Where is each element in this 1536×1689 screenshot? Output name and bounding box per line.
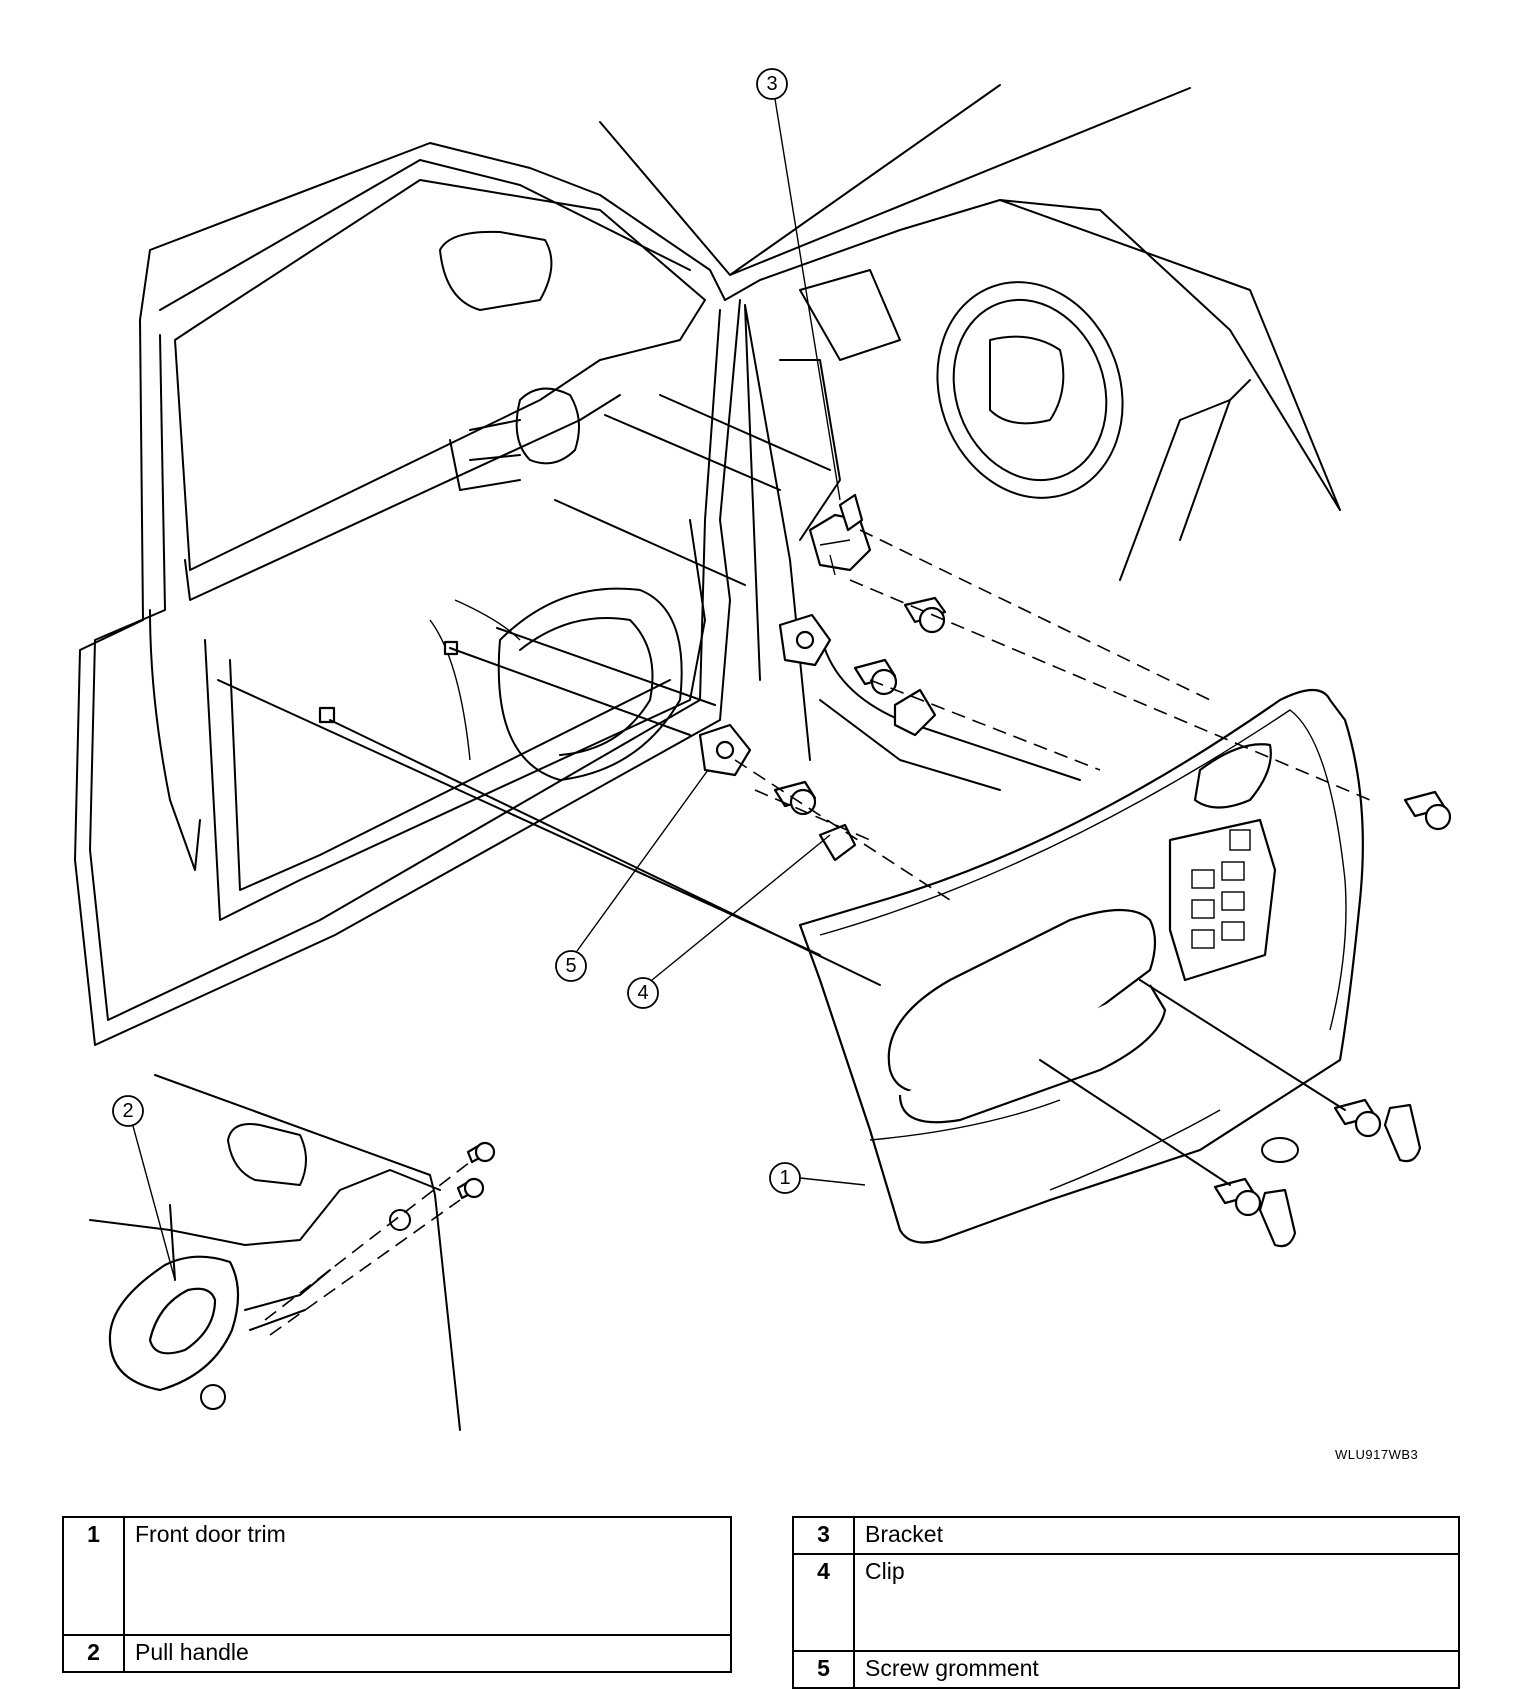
screw-grommets: [698, 613, 832, 777]
callout-1-label: 1: [779, 1167, 790, 1189]
legend-number: 2: [62, 1634, 125, 1673]
screws: [773, 596, 1452, 1248]
callout-3-label: 3: [766, 73, 777, 95]
legend-row: 4 Clip: [792, 1553, 1460, 1652]
legend-label: Clip: [853, 1553, 1460, 1652]
figure-code: WLU917WB3: [1335, 1447, 1419, 1462]
legend-number: 1: [62, 1516, 125, 1636]
legend-table-right: 3 Bracket 4 Clip 5 Screw gromment: [792, 1516, 1460, 1689]
legend-number: 4: [792, 1553, 855, 1652]
legend-row: 1 Front door trim: [62, 1516, 732, 1636]
callout-5: 5: [555, 769, 709, 982]
legend-label: Front door trim: [123, 1516, 732, 1636]
legend-label: Bracket: [853, 1516, 1460, 1555]
pull-handle-inset: [89, 1074, 496, 1431]
callout-4-label: 4: [637, 982, 648, 1004]
callout-5-label: 5: [565, 955, 576, 977]
callout-2-label: 2: [122, 1100, 133, 1122]
legend-table-left: 1 Front door trim 2 Pull handle: [62, 1516, 732, 1673]
front-door-frame: [74, 179, 741, 1046]
callout-2: 2: [112, 1095, 176, 1281]
legend-row: 5 Screw gromment: [792, 1650, 1460, 1689]
dashed-alignment-lines: [734, 529, 1371, 901]
legend-number: 3: [792, 1516, 855, 1555]
callout-4: 4: [627, 834, 831, 1009]
legend-label: Screw gromment: [853, 1650, 1460, 1689]
legend-row: 3 Bracket: [792, 1516, 1460, 1555]
callout-1: 1: [769, 1162, 866, 1194]
car-body-outline: [139, 84, 1341, 761]
front-door-trim-panel: [798, 688, 1364, 1244]
legend-label: Pull handle: [123, 1634, 732, 1673]
callout-3: 3: [756, 68, 841, 501]
door-trim-exploded-diagram: 1 2 3 4 5: [74, 68, 1452, 1431]
legend-row: 2 Pull handle: [62, 1634, 732, 1673]
bracket: [808, 493, 872, 576]
clips: [318, 640, 937, 862]
alignment-lines: [217, 394, 1346, 1186]
legend-number: 5: [792, 1650, 855, 1689]
